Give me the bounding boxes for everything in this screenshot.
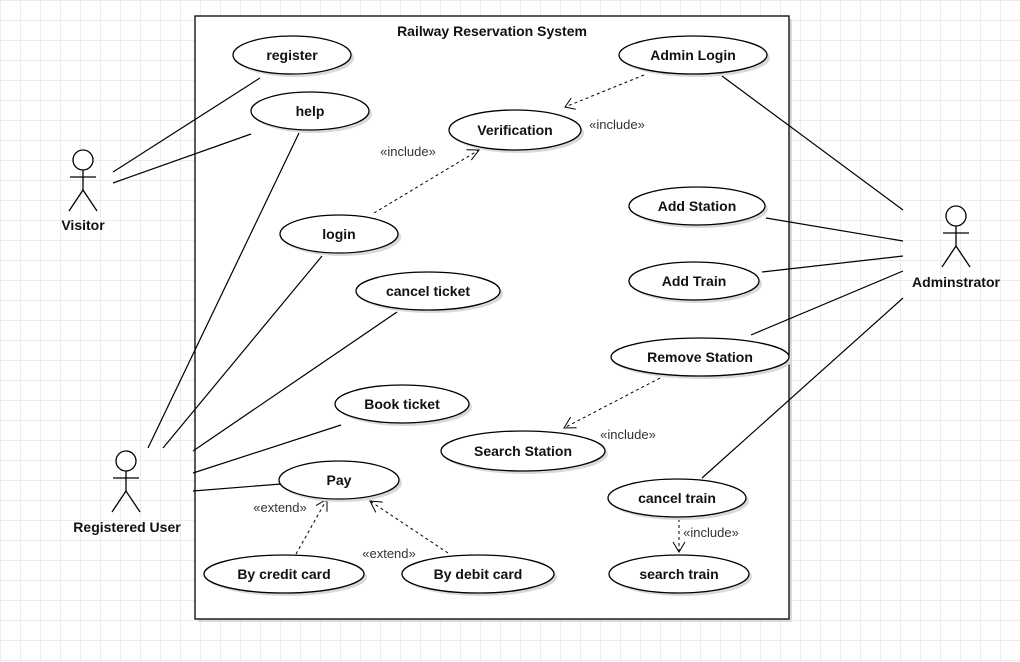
- actor-registered-user[interactable]: Registered User: [73, 450, 181, 535]
- arrowhead-cancel-search-train: [672, 541, 686, 553]
- use-case-search-station-label: Search Station: [474, 443, 572, 459]
- arrowhead-login-verification: [466, 149, 480, 161]
- actor-visitor-label: Visitor: [61, 217, 105, 233]
- use-case-cancel-ticket[interactable]: cancel ticket: [355, 271, 503, 313]
- use-case-cancel-train[interactable]: cancel train: [607, 478, 749, 520]
- use-case-remove-station[interactable]: Remove Station: [610, 337, 792, 379]
- stereotype-credit-pay: «extend»: [253, 500, 307, 515]
- use-case-by-credit-card-label: By credit card: [237, 566, 330, 582]
- actor-visitor[interactable]: Visitor: [61, 149, 105, 233]
- assoc-visitor-register: [112, 77, 261, 173]
- actor-administrator-label: Adminstrator: [912, 274, 1000, 290]
- arrowhead-remove-search-station: [563, 416, 577, 429]
- use-case-login-label: login: [322, 226, 355, 242]
- use-case-book-ticket[interactable]: Book ticket: [334, 384, 472, 426]
- assoc-user-help: [147, 132, 300, 449]
- include-admin-verification: [564, 74, 645, 108]
- assoc-user-login: [162, 255, 323, 449]
- use-case-pay-label: Pay: [327, 472, 352, 488]
- assoc-user-cancel-ticket: [192, 311, 398, 452]
- assoc-user-book-ticket: [192, 424, 342, 474]
- assoc-admin-cancel-train: [701, 297, 904, 479]
- include-remove-search-station: [563, 377, 661, 429]
- arrowhead-debit-pay: [369, 500, 383, 513]
- actor-registered-user-icon: [111, 450, 141, 513]
- stereotype-remove-search-station: «include»: [600, 427, 656, 442]
- use-case-help[interactable]: help: [250, 91, 372, 133]
- actor-administrator-icon: [941, 205, 971, 268]
- use-case-admin-login[interactable]: Admin Login: [618, 35, 770, 77]
- use-case-cancel-ticket-label: cancel ticket: [386, 283, 470, 299]
- use-case-by-debit-card-label: By debit card: [434, 566, 523, 582]
- assoc-visitor-help: [112, 133, 252, 184]
- use-case-register[interactable]: register: [232, 35, 354, 77]
- use-case-book-ticket-label: Book ticket: [364, 396, 440, 412]
- use-case-search-train[interactable]: search train: [608, 554, 752, 596]
- use-case-login[interactable]: login: [279, 214, 401, 256]
- use-case-add-station[interactable]: Add Station: [628, 186, 768, 228]
- assoc-user-pay: [192, 483, 282, 492]
- stereotype-login-verification: «include»: [380, 144, 436, 159]
- assoc-admin-admin-login: [721, 75, 904, 211]
- extend-debit-pay: [369, 500, 449, 554]
- use-case-add-train[interactable]: Add Train: [628, 261, 762, 303]
- stereotype-cancel-search-train: «include»: [683, 525, 739, 540]
- assoc-admin-remove-station: [750, 270, 904, 336]
- actor-registered-user-label: Registered User: [73, 519, 181, 535]
- use-case-verification[interactable]: Verification: [448, 109, 584, 153]
- use-case-by-debit-card[interactable]: By debit card: [401, 554, 557, 596]
- use-case-add-train-label: Add Train: [662, 273, 727, 289]
- use-case-admin-login-label: Admin Login: [650, 47, 736, 63]
- actor-visitor-icon: [68, 149, 98, 212]
- system-title: Railway Reservation System: [397, 23, 587, 39]
- use-case-search-station[interactable]: Search Station: [440, 430, 608, 474]
- use-case-register-label: register: [266, 47, 318, 63]
- use-case-add-station-label: Add Station: [658, 198, 737, 214]
- assoc-admin-add-train: [761, 255, 904, 273]
- use-case-pay[interactable]: Pay: [278, 460, 402, 502]
- use-case-remove-station-label: Remove Station: [647, 349, 753, 365]
- stereotype-debit-pay: «extend»: [362, 546, 416, 561]
- assoc-admin-add-station: [765, 217, 904, 242]
- include-login-verification: [373, 149, 480, 214]
- use-case-help-label: help: [296, 103, 325, 119]
- extend-credit-pay: [295, 498, 328, 555]
- use-case-cancel-train-label: cancel train: [638, 490, 716, 506]
- use-case-verification-label: Verification: [477, 122, 552, 138]
- use-case-search-train-label: search train: [639, 566, 718, 582]
- use-case-by-credit-card[interactable]: By credit card: [203, 554, 367, 596]
- actor-administrator[interactable]: Adminstrator: [912, 205, 1000, 290]
- arrowhead-admin-verification: [564, 97, 576, 110]
- stereotype-admin-verification: «include»: [589, 117, 645, 132]
